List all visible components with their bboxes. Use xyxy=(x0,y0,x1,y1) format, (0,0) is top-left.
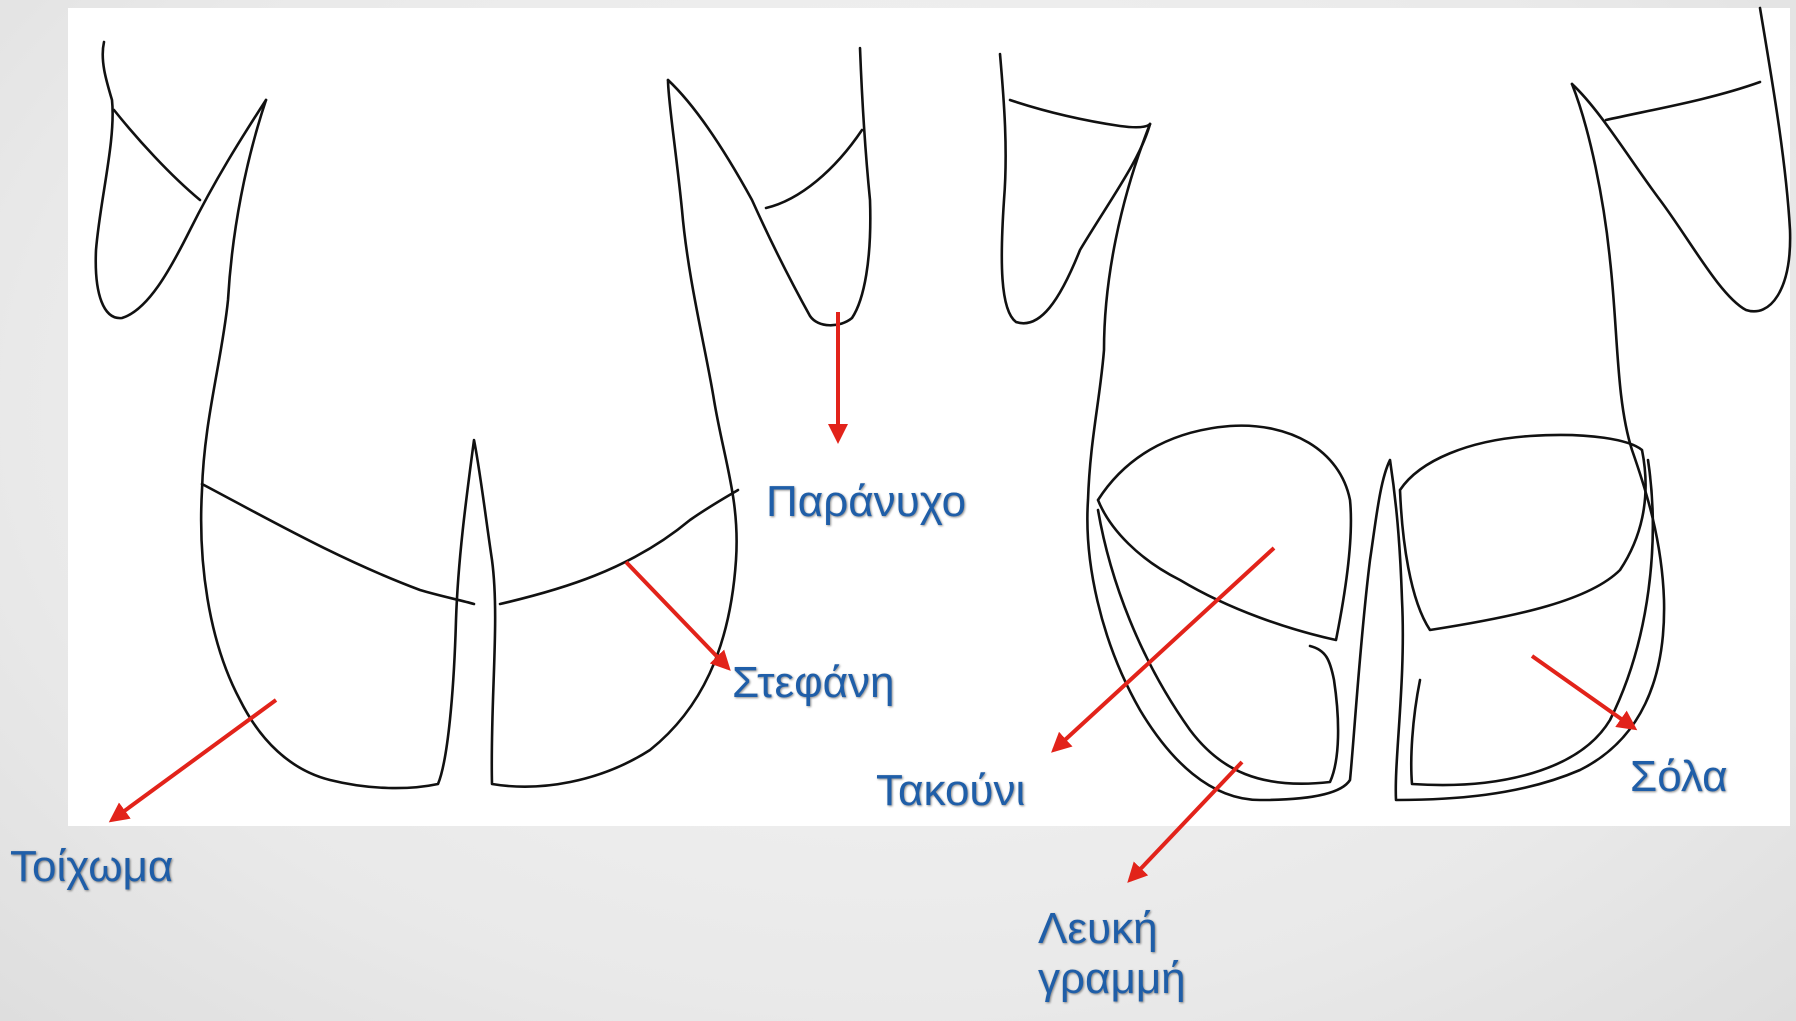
label-sole: Σόλα xyxy=(1630,752,1728,802)
left-dewclaw xyxy=(96,42,266,318)
label-white-line: Λευκή γραμμή xyxy=(1038,904,1178,1004)
front-outer-outline xyxy=(201,80,736,788)
label-wall: Τοίχωμα xyxy=(10,842,173,892)
label-heel: Τακούνι xyxy=(876,766,1025,816)
front-coronary-line xyxy=(202,484,474,604)
left-dewclaw-band xyxy=(114,110,200,200)
arrow-white-line xyxy=(1130,762,1242,880)
sole-left-dewclaw-band xyxy=(1010,100,1150,127)
sole-outer-outline xyxy=(1087,84,1664,800)
label-coronary-band: Στεφάνη xyxy=(732,658,895,708)
white-line-right xyxy=(1411,460,1652,785)
front-coronary-line-right xyxy=(500,490,738,604)
right-dewclaw-band xyxy=(766,130,862,208)
sole-view-hoof xyxy=(1000,8,1790,800)
right-dewclaw xyxy=(668,48,870,325)
sole-heel-bulb xyxy=(1098,426,1351,640)
sole-heel-bulb-right xyxy=(1400,435,1646,630)
arrow-coronary-band xyxy=(626,562,728,668)
sole-right-dewclaw xyxy=(1572,8,1790,311)
arrow-heel xyxy=(1054,548,1274,750)
white-line-left xyxy=(1098,510,1338,784)
arrow-wall xyxy=(112,700,276,820)
sole-right-dewclaw-band xyxy=(1606,82,1760,120)
arrow-sole xyxy=(1532,656,1634,728)
label-coronet: Παράνυχο xyxy=(766,477,966,527)
